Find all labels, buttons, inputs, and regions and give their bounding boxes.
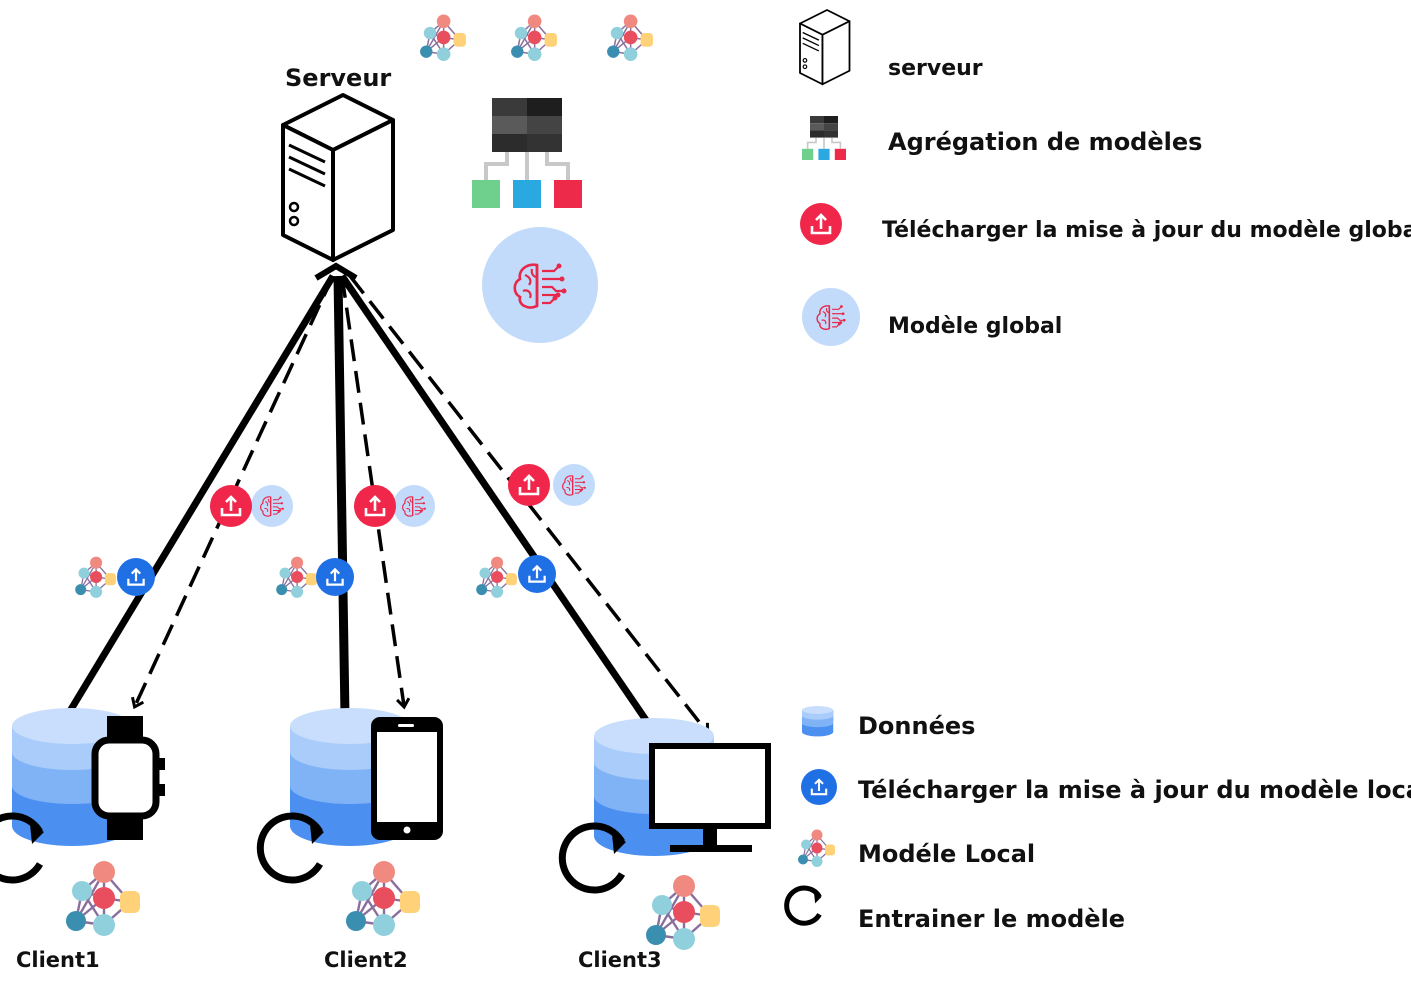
server-icon xyxy=(281,93,395,262)
client3-upload-line xyxy=(339,274,651,725)
client3-group xyxy=(562,718,771,952)
global-model-icon xyxy=(482,227,598,343)
legend-train-loop-icon xyxy=(784,885,822,926)
aggregated-local-model-icon-3 xyxy=(606,13,654,62)
phone-icon xyxy=(371,717,443,840)
client1-label: Client1 xyxy=(16,948,100,972)
client2-label: Client2 xyxy=(324,948,408,972)
local-update-badge-client3 xyxy=(475,555,556,599)
client2-group xyxy=(260,708,443,938)
aggregated-local-model-icon-2 xyxy=(510,13,558,62)
legend-upload-global-icon xyxy=(800,203,842,245)
legend-global-model-label: Modèle global xyxy=(888,314,1063,339)
client1-local-model-icon xyxy=(64,859,142,938)
legend-aggregation-icon xyxy=(802,116,846,160)
legend-upload-local-icon xyxy=(801,769,837,805)
legend-upload-local-label: Télécharger la mise à jour du modèle loc… xyxy=(858,776,1411,804)
legend-server-icon xyxy=(799,9,851,86)
global-update-badge-client3 xyxy=(508,464,595,506)
legend-aggregation-label: Agrégation de modèles xyxy=(888,128,1203,156)
legend-database-icon xyxy=(802,706,834,737)
client2-upload-line xyxy=(333,275,350,717)
client2-local-model-icon xyxy=(344,859,422,938)
monitor-icon xyxy=(649,743,771,852)
legend-train-label: Entrainer le modèle xyxy=(858,905,1126,933)
aggregation-icon xyxy=(472,98,582,208)
legend-server-label: serveur xyxy=(888,56,983,81)
legend-global-model-icon xyxy=(802,288,860,346)
legend-local-model-label: Modéle Local xyxy=(858,840,1036,868)
legend-upload-global-label: Télécharger la mise à jour du modèle glo… xyxy=(882,218,1411,243)
legend-local-model-icon xyxy=(797,828,836,868)
client1-upload-line xyxy=(64,274,336,718)
legend-database-label: Données xyxy=(858,712,976,740)
client3-label: Client3 xyxy=(578,948,662,972)
local-update-badge-client1 xyxy=(74,555,155,599)
global-update-badge-client2 xyxy=(354,485,435,527)
watch-icon xyxy=(91,716,165,840)
global-update-badge-client1 xyxy=(210,485,293,527)
server-label: Serveur xyxy=(285,64,392,92)
aggregated-local-model-icon-1 xyxy=(419,13,467,62)
client2-download-line xyxy=(340,275,404,706)
client1-group xyxy=(0,708,165,938)
client3-local-model-icon xyxy=(644,873,722,952)
local-update-badge-client2 xyxy=(275,555,354,599)
